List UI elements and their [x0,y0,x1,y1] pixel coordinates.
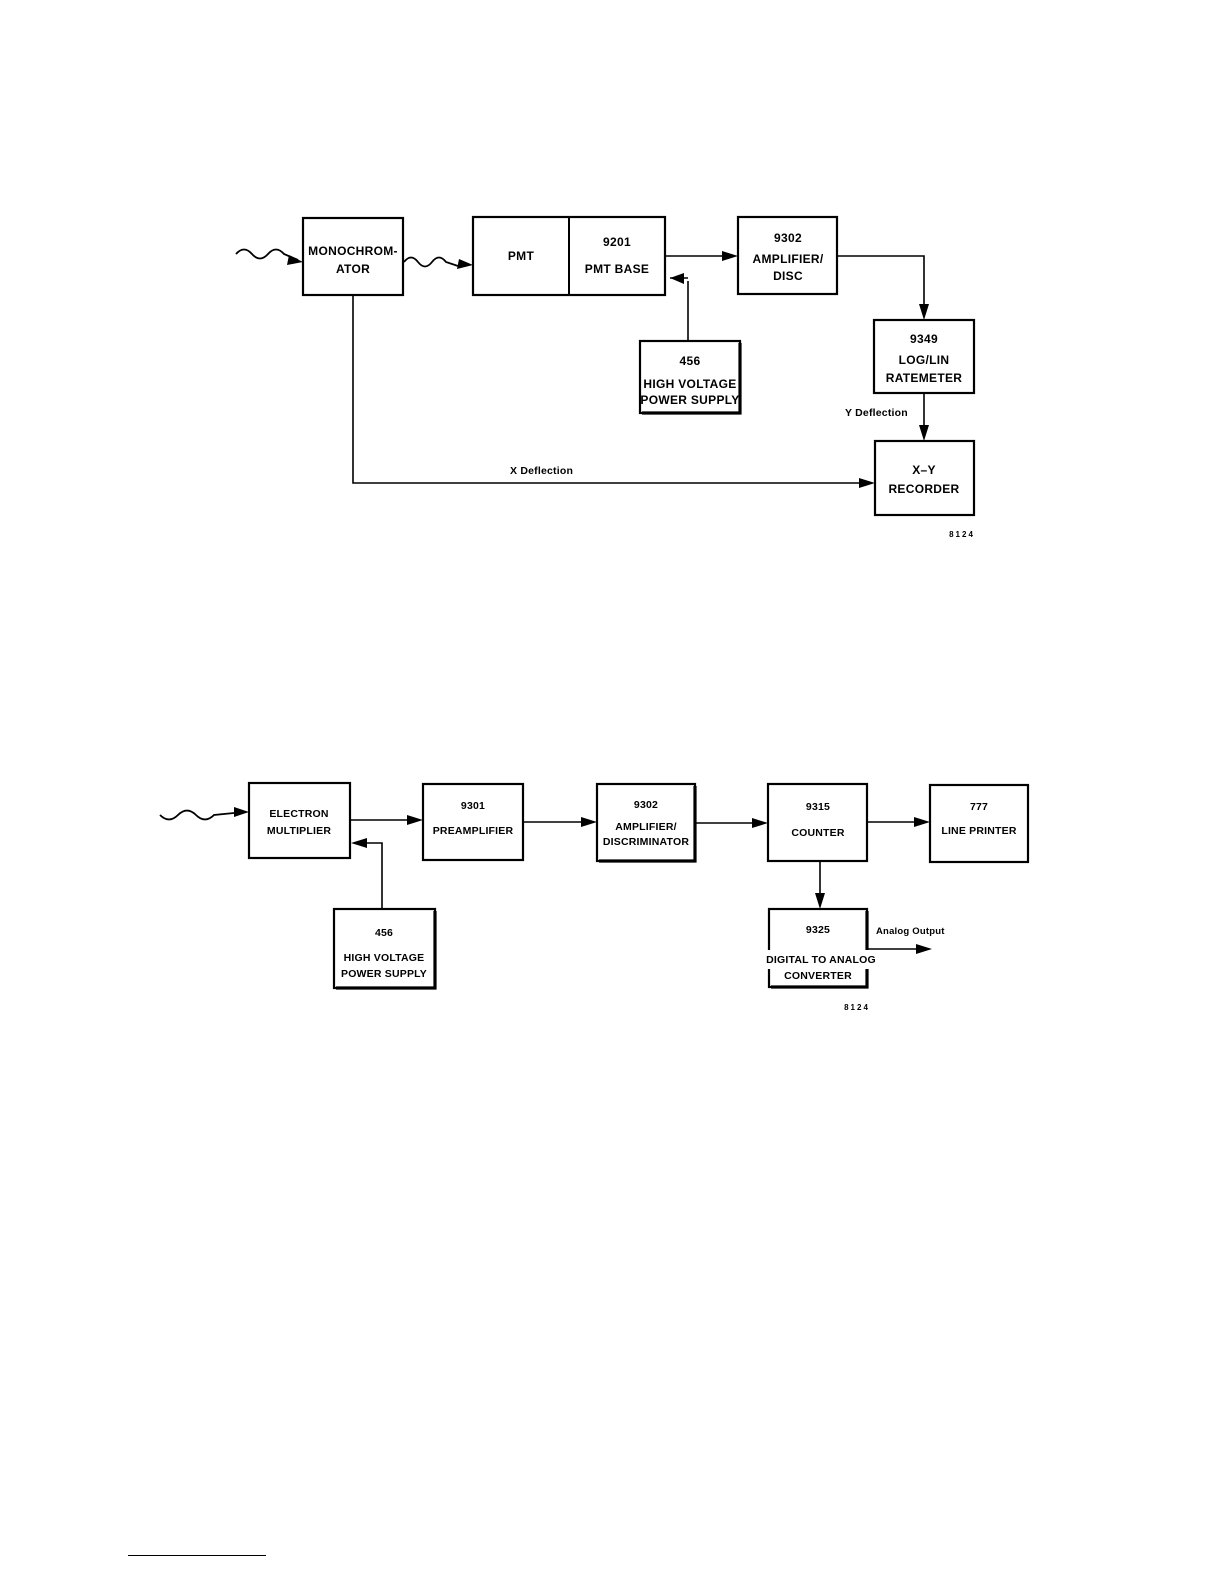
counter-label: COUNTER [791,827,845,839]
recorder-label-1: X–Y [912,463,936,477]
x-deflection-label: X Deflection [510,465,573,477]
arrowhead [815,893,825,909]
electron-multiplier-label-1: ELECTRON [269,808,328,820]
figure-code-2: 8124 [844,1003,870,1012]
diagram-1: MONOCHROM- ATOR PMT 9201 PMT BASE 9302 A… [235,215,976,539]
light-input-wave-icon [235,248,299,261]
amplifier-discriminator-label-1: AMPLIFIER/ [615,821,677,833]
hv-supply-2-label-2: POWER SUPPLY [341,968,427,980]
arrowhead [581,817,597,827]
arrowhead [287,255,303,265]
monochromator-label-1: MONOCHROM- [308,244,398,258]
particle-input-wave-icon [159,809,235,821]
pmt-base-label: PMT BASE [585,262,649,276]
arrowhead [407,815,423,825]
arrowhead [919,425,929,441]
amplifier-disc-number: 9302 [774,231,802,245]
arrowhead [916,944,932,954]
arrowhead [752,818,768,828]
electron-multiplier-block: ELECTRON MULTIPLIER [247,781,352,860]
arrowhead [457,259,473,269]
pmt-base-number: 9201 [603,235,631,249]
hv-supply-2-number: 456 [375,927,393,939]
amplifier-disc-block: 9302 AMPLIFIER/ DISC [736,215,839,296]
analog-output-label: Analog Output [876,926,945,937]
ratemeter-label-2: RATEMETER [886,371,963,385]
xy-recorder-block: X–Y RECORDER [873,439,976,517]
dac-label-2: CONVERTER [784,970,852,982]
amplifier-discriminator-label-2: DISCRIMINATOR [603,836,689,848]
hv-supply-number: 456 [680,354,701,368]
diagram-2: ELECTRON MULTIPLIER 9301 PREAMPLIFIER 93… [159,781,1030,1012]
hv-supply-label-2: POWER SUPPLY [640,393,739,407]
preamplifier-block: 9301 PREAMPLIFIER [421,782,525,862]
arrowhead [859,478,875,488]
amplifier-disc-label-2: DISC [773,269,803,283]
dac-block: 9325 DIGITAL TO ANALOG CONVERTER [758,907,884,989]
pmt-block: PMT 9201 PMT BASE [471,215,667,297]
hv-power-supply-block-2: 456 HIGH VOLTAGE POWER SUPPLY [332,907,437,990]
hv-power-supply-block: 456 HIGH VOLTAGE POWER SUPPLY [638,339,742,415]
ratemeter-label-1: LOG/LIN [899,353,950,367]
preamplifier-number: 9301 [461,800,485,812]
monochromator-label-2: ATOR [336,262,370,276]
hv-supply-label-1: HIGH VOLTAGE [643,377,736,391]
counter-block: 9315 COUNTER [766,782,869,863]
amplifier-discriminator-block: 9302 AMPLIFIER/ DISCRIMINATOR [595,782,697,863]
line-printer-block: 777 LINE PRINTER [928,783,1030,864]
figure-code-1: 8124 [949,530,975,539]
y-deflection-label: Y Deflection [845,407,908,419]
arrowhead [914,817,930,827]
ratemeter-block: 9349 LOG/LIN RATEMETER [872,318,976,395]
preamplifier-label: PREAMPLIFIER [433,825,514,837]
monochromator-block: MONOCHROM- ATOR [301,216,405,297]
recorder-label-2: RECORDER [888,482,959,496]
line-printer-label: LINE PRINTER [941,825,1017,837]
hv-supply-2-label-1: HIGH VOLTAGE [344,952,425,964]
arrowhead [234,807,249,817]
amplifier-discriminator-number: 9302 [634,799,658,811]
arrowhead [919,304,929,320]
line-printer-number: 777 [970,801,988,813]
pmt-label: PMT [508,249,535,263]
arrowhead [722,251,738,261]
amplifier-disc-label-1: AMPLIFIER/ [753,252,824,266]
electron-multiplier-label-2: MULTIPLIER [267,825,331,837]
counter-number: 9315 [806,801,830,813]
light-wave-icon [403,256,459,268]
arrowhead [351,838,367,848]
dac-number: 9325 [806,924,830,936]
footnote-separator [128,1555,266,1556]
ratemeter-number: 9349 [910,332,938,346]
dac-label-1: DIGITAL TO ANALOG [766,954,876,966]
